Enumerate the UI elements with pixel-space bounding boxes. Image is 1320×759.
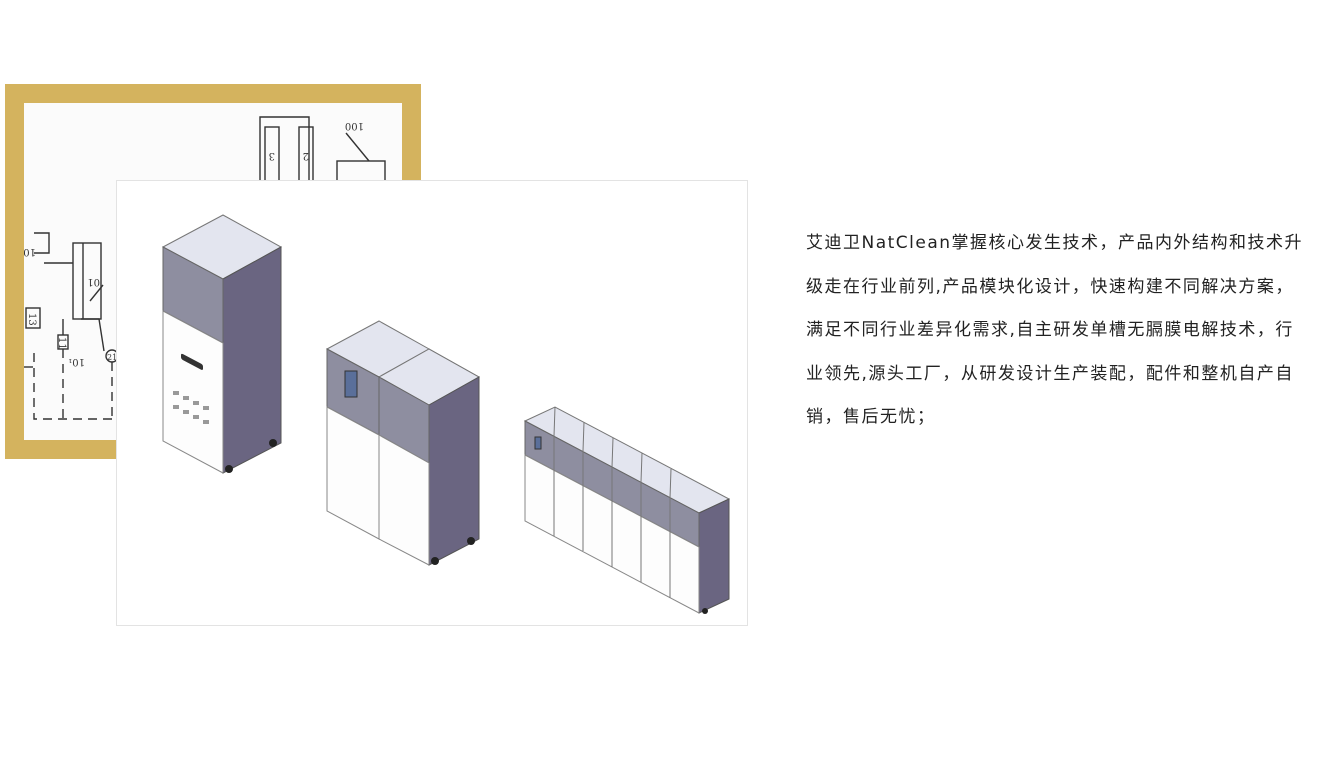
product-illustration: [116, 180, 748, 626]
product-description: 艾迪卫NatClean掌握核心发生技术，产品内外结构和技术升级走在行业前列,产品…: [806, 233, 1304, 427]
single-cabinet-unit: [161, 214, 283, 474]
six-module-array-unit: [523, 406, 731, 614]
schematic-lines: 100 3 2 01 10 13 11 10₁ 21: [24, 116, 402, 420]
schematic-label: 01: [87, 276, 100, 287]
schematic-label: 100: [345, 120, 364, 131]
schematic-label: 3: [269, 150, 275, 161]
product-units: [161, 214, 731, 614]
schematic-label: 10: [24, 246, 36, 257]
schematic-label: 2: [303, 150, 309, 161]
schematic-label: 21: [107, 353, 117, 362]
schematic-label: 11: [56, 337, 67, 350]
schematic-label: 10₁: [68, 356, 85, 367]
schematic-label: 13: [26, 313, 37, 326]
double-cabinet-unit: [325, 320, 481, 566]
